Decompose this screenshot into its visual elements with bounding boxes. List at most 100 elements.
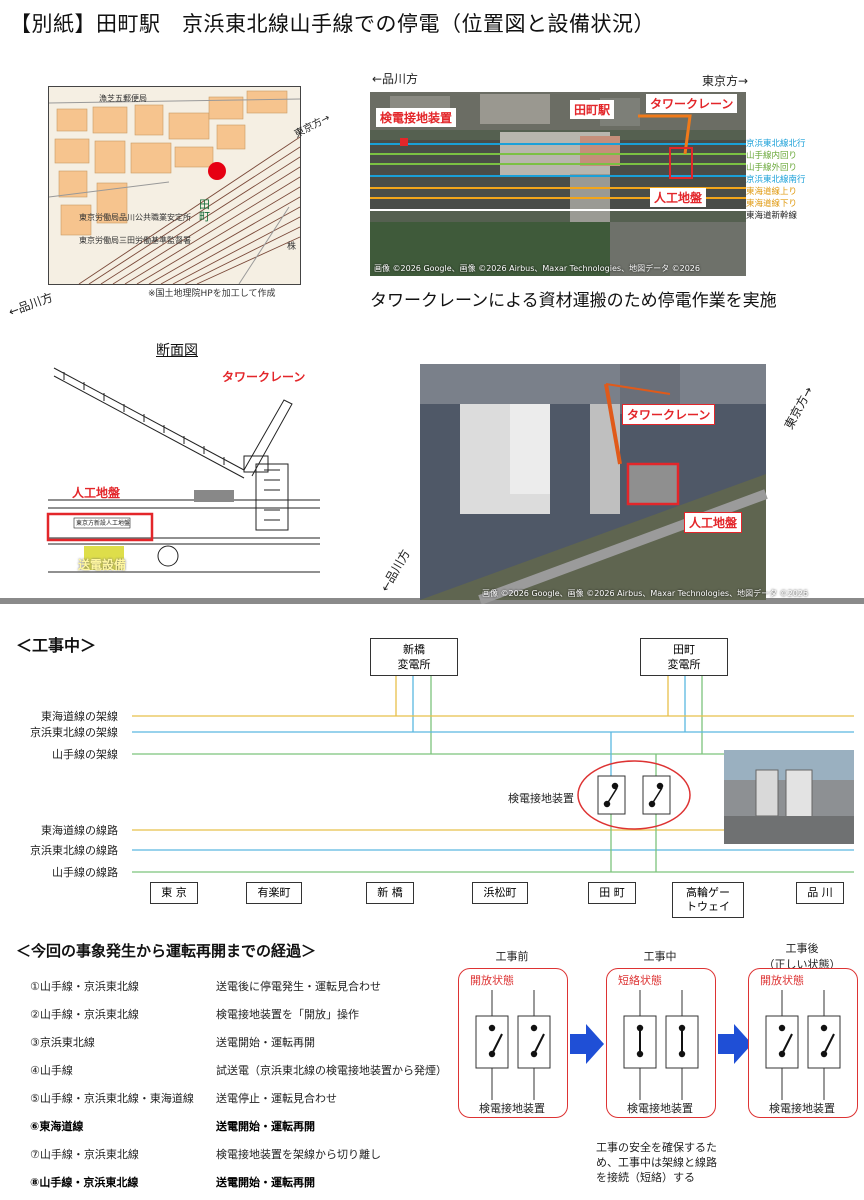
switch-arm — [491, 1033, 503, 1055]
switch-pair-drawing — [623, 990, 699, 1100]
switch-arm — [533, 1033, 545, 1055]
switch-box — [475, 1015, 509, 1069]
aerial-photo: 検電接地装置 田町駅 タワークレーン 人工地盤 画像 ©2026 Google、… — [370, 92, 746, 276]
oblique-photo-drawing — [420, 364, 768, 605]
section-deck-label: 人工地盤 — [72, 486, 121, 500]
aerial-deck-label: 人工地盤 — [650, 188, 707, 207]
aerial-tokyo-direction: 東京方→ — [702, 74, 749, 88]
state-note-line: め、工事中は架線と線路 — [596, 1156, 717, 1169]
legend-item: 東海道線下り — [746, 199, 798, 209]
substation-name: 田町 — [673, 643, 695, 656]
aerial-caption: タワークレーンによる資材運搬のため停電作業を実施 — [370, 291, 777, 311]
legend-item: 東海道線上り — [746, 187, 798, 197]
track-label: 山手線の架線 — [52, 748, 118, 761]
section-sign-text: 東京方新設人工地盤 — [76, 520, 131, 527]
photo-deck-label: 人工地盤 — [684, 512, 743, 533]
state-heading-line: 工事中 — [643, 950, 677, 963]
section-power-label: 送電設備 — [78, 558, 127, 572]
photo-crane-label: タワークレーン — [622, 404, 716, 425]
switch-contact — [820, 1024, 828, 1032]
track-label: 東海道線の線路 — [41, 824, 118, 837]
state-note-line: を接続（短絡）する — [596, 1171, 695, 1184]
event-line-name: ⑦山手線・京浜東北線 — [30, 1148, 139, 1161]
event-action: 送電開始・運転再開 — [216, 1120, 315, 1133]
switch-pair-drawing — [475, 990, 551, 1100]
legend-item: 東海道新幹線 — [746, 211, 798, 221]
station-shinbashi: 新 橋 — [366, 882, 414, 904]
state-label: 短絡状態 — [618, 974, 662, 987]
event-line-name: ⑤山手線・京浜東北線・東海道線 — [30, 1092, 194, 1105]
switch-contact — [530, 1024, 538, 1032]
station-yurakucho: 有楽町 — [246, 882, 302, 904]
state-heading-subline: （正しい状態） — [763, 958, 841, 971]
substation-tamachi: 田町 変電所 — [640, 638, 728, 676]
event-action: 送電後に停電発生・運転見合わせ — [216, 980, 381, 993]
photo-copyright: 画像 ©2026 Google、画像 ©2026 Airbus、Maxar Te… — [482, 589, 808, 598]
state-footer: 検電接地装置 — [769, 1102, 835, 1115]
substation-name: 新橋 — [403, 643, 425, 656]
legend-item: 京浜東北線北行 — [746, 139, 806, 149]
substation-type: 変電所 — [397, 658, 431, 671]
state-note-line: 工事の安全を確保するた — [596, 1141, 717, 1154]
switch-pair-drawing — [765, 990, 841, 1100]
state-label: 開放状態 — [760, 974, 804, 987]
map-street-label: 漁芝五郵便局 — [99, 94, 147, 103]
event-line-name: ①山手線・京浜東北線 — [30, 980, 139, 993]
station-takanawa-gateway: 高輪ゲー トウェイ — [672, 882, 744, 918]
state-note: 工事の安全を確保するた め、工事中は架線と線路 を接続（短絡）する — [596, 1140, 717, 1185]
state-heading: 工事中 — [606, 948, 714, 964]
under-construction-heading: ＜工事中＞ — [16, 636, 97, 655]
aerial-crane-label: タワークレーン — [646, 94, 738, 113]
switch-contact — [488, 1024, 496, 1032]
timeline-heading: ＜今回の事象発生から運転再開までの経過＞ — [16, 942, 317, 960]
event-line-name: ④山手線 — [30, 1064, 73, 1077]
device-label: 検電接地装置 — [508, 792, 574, 805]
aerial-shinagawa-direction: ←品川方 — [372, 72, 419, 86]
station-tamachi: 田 町 — [588, 882, 636, 904]
state-label: 開放状態 — [470, 974, 514, 987]
transition-arrow-shape — [570, 1024, 604, 1064]
photo-tokyo-direction: 東京方→ — [781, 384, 816, 432]
track-label: 東海道線の架線 — [41, 710, 118, 723]
bottom-slide: ＜工事中＞ — [0, 604, 864, 1200]
map-source-note: ※国土地理院HPを加工して作成 — [148, 289, 276, 299]
substation-shinbashi: 新橋 変電所 — [370, 638, 458, 676]
top-slide: 【別紙】田町駅 京浜東北線山手線での停電（位置図と設備状況） — [0, 0, 864, 605]
event-action: 送電停止・運転見合わせ — [216, 1092, 337, 1105]
legend-item: 山手線内回り — [746, 151, 798, 161]
switch-box — [807, 1015, 841, 1069]
event-line-name: ⑧山手線・京浜東北線 — [30, 1176, 139, 1189]
transition-arrow-icon — [718, 1024, 752, 1064]
page-title: 【別紙】田町駅 京浜東北線山手線での停電（位置図と設備状況） — [10, 12, 655, 36]
event-line-name: ③京浜東北線 — [30, 1036, 95, 1049]
transition-arrow-shape — [718, 1024, 752, 1064]
aerial-station-label: 田町駅 — [570, 100, 615, 119]
state-heading: 工事後 （正しい状態） — [748, 940, 856, 972]
event-line-name: ⑥東海道線 — [30, 1120, 84, 1133]
event-line-name: ②山手線・京浜東北線 — [30, 1008, 139, 1021]
track-label: 山手線の線路 — [52, 866, 118, 879]
switch-box — [765, 1015, 799, 1069]
oblique-photo: タワークレーン 人工地盤 画像 ©2026 Google、画像 ©2026 Ai… — [420, 364, 808, 605]
section-title: 断面図 — [156, 343, 198, 359]
state-heading-line: 工事前 — [495, 950, 529, 963]
substation-type: 変電所 — [667, 658, 701, 671]
event-action: 送電開始・運転再開 — [216, 1176, 315, 1189]
aerial-copyright: 画像 ©2026 Google、画像 ©2026 Airbus、Maxar Te… — [374, 264, 700, 273]
wiring-diagram — [132, 676, 854, 873]
aerial-legend: 京浜東北線北行 山手線内回り 山手線外回り 京浜東北線南行 東海道線上り 東海道… — [746, 138, 806, 222]
map-misc-char: 株 — [287, 242, 297, 252]
map-drawing — [48, 87, 301, 285]
map-station-glyph: 田町 — [199, 198, 210, 223]
aerial-device-label: 検電接地装置 — [376, 108, 457, 127]
state-footer: 検電接地装置 — [479, 1102, 545, 1115]
photo-shinagawa-direction: ←品川方 — [377, 547, 413, 594]
switch-arm — [781, 1033, 793, 1055]
state-footer: 検電接地装置 — [627, 1102, 693, 1115]
track-label: 京浜東北線の架線 — [30, 726, 118, 739]
transition-arrow-icon — [570, 1024, 604, 1064]
track-label: 京浜東北線の線路 — [30, 844, 118, 857]
switch-box — [517, 1015, 551, 1069]
state-heading-line: 工事後 — [785, 942, 819, 955]
location-map: 漁芝五郵便局 東京労働局品川公共職業安定所 東京労働局三田労働基準監督署 田町 … — [48, 86, 332, 285]
